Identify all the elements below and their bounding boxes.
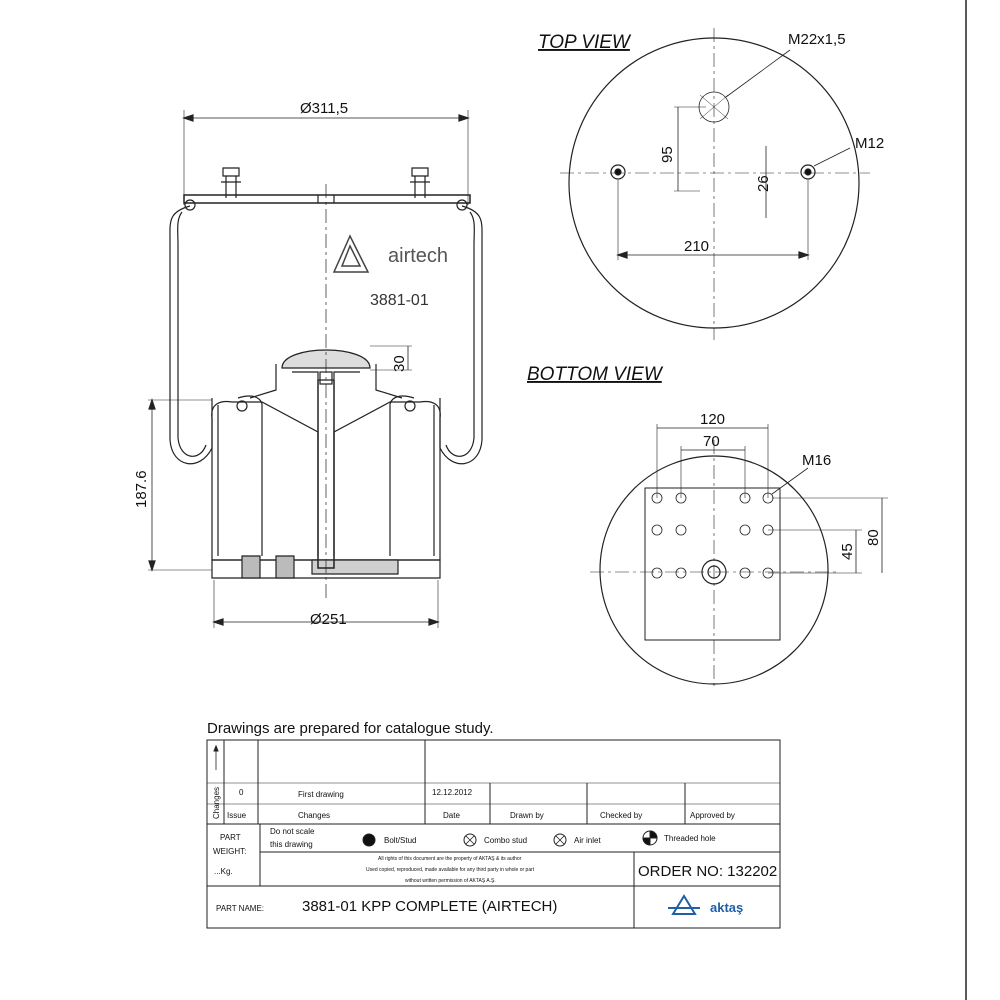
issue-value: 0 — [239, 788, 244, 797]
bottom-width-70-label: 70 — [703, 433, 720, 450]
header-drawn-by: Drawn by — [510, 811, 544, 820]
catalogue-note: Drawings are prepared for catalogue stud… — [207, 720, 494, 737]
top-offset-26-label: 26 — [755, 175, 772, 192]
order-number: ORDER NO: 132202 — [638, 863, 777, 880]
stud-right — [410, 167, 430, 198]
stud-left — [221, 167, 241, 198]
title-block — [206, 739, 781, 929]
first-drawing-text: First drawing — [298, 790, 344, 799]
side-diameter-top-label: Ø311,5 — [300, 100, 348, 117]
do-not-scale-2: this drawing — [270, 840, 313, 849]
air-inlet-symbol-icon — [553, 833, 567, 847]
bottom-width-120-label: 120 — [700, 411, 725, 428]
bottom-view — [590, 424, 888, 690]
rights-line-2: Used copied, reproduced, made available … — [366, 867, 535, 873]
top-thread-side-label: M12 — [855, 135, 884, 152]
top-spacing-label: 210 — [684, 238, 709, 255]
part-weight-line2: WEIGHT: — [213, 847, 246, 856]
legend-combo: Combo stud — [484, 836, 527, 845]
date-value: 12.12.2012 — [432, 788, 473, 797]
header-approved-by: Approved by — [690, 811, 735, 820]
header-changes: Changes — [298, 811, 330, 820]
bottom-thread-label: M16 — [802, 452, 831, 469]
legend-bolt: Bolt/Stud — [384, 836, 416, 845]
do-not-scale-1: Do not scale — [270, 827, 315, 836]
side-diameter-bottom-label: Ø251 — [310, 611, 347, 628]
aktas-logo-icon — [668, 894, 700, 915]
part-name-label: PART NAME: — [216, 904, 264, 913]
model-label: 3881-01 — [370, 292, 429, 309]
air-inlet-icon — [701, 559, 727, 585]
rights-line-3: without written permission of AKTAŞ A.Ş. — [405, 878, 496, 884]
bottom-height-80-label: 80 — [865, 529, 882, 546]
top-offset-95-label: 95 — [659, 146, 676, 163]
part-weight-line1: PART — [220, 833, 241, 842]
top-view-title: TOP VIEW — [538, 32, 632, 53]
legend-air: Air inlet — [574, 836, 601, 845]
bellows-outline — [169, 199, 483, 465]
threaded-hole-icon — [642, 830, 658, 846]
company-name: aktaş — [710, 900, 743, 915]
bottom-height-45-label: 45 — [839, 543, 856, 560]
part-name-value: 3881-01 KPP COMPLETE (AIRTECH) — [302, 898, 557, 915]
combo-stud-icon — [463, 833, 477, 847]
header-date: Date — [443, 811, 460, 820]
bottom-view-title: BOTTOM VIEW — [527, 364, 664, 385]
airtech-logo-icon — [332, 234, 370, 273]
brand-label: airtech — [388, 245, 448, 267]
rights-line-1: All rights of this document are the prop… — [378, 856, 522, 862]
top-thread-center-label: M22x1,5 — [788, 31, 846, 48]
header-issue: Issue — [227, 811, 247, 820]
top-view — [560, 28, 870, 340]
mounting-holes — [651, 492, 774, 579]
weight-kg: ...Kg. — [214, 867, 233, 876]
changes-vertical-label: Changes — [212, 787, 221, 819]
bolt-stud-icon — [362, 833, 376, 847]
side-height-label: 187.6 — [133, 470, 150, 508]
legend-threaded: Threaded hole — [664, 834, 716, 843]
piston-height-label: 30 — [391, 355, 408, 372]
side-view — [148, 110, 483, 628]
header-checked-by: Checked by — [600, 811, 642, 820]
